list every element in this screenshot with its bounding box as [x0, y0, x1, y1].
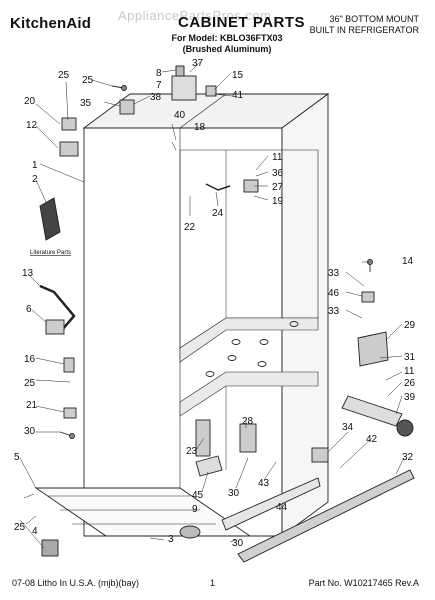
- part-bracket-34: [311, 447, 329, 463]
- part-plate-45: [195, 455, 223, 477]
- callout-14: 14: [402, 256, 414, 267]
- page-header: KitchenAid AppliancePartsPros.com CABINE…: [0, 8, 435, 68]
- callout-33: 33: [328, 306, 340, 317]
- variant-line: (Brushed Aluminum): [182, 44, 272, 54]
- callout-25: 25: [24, 378, 36, 389]
- callout-41: 41: [232, 90, 244, 101]
- callout-2: 2: [32, 174, 38, 185]
- part-spring-24: [205, 183, 231, 191]
- callout-3: 3: [168, 534, 174, 545]
- callout-26: 26: [404, 378, 416, 389]
- part-number: Part No. W10217465 Rev.A: [308, 578, 419, 588]
- callout-12: 12: [26, 120, 38, 131]
- callout-18: 18: [194, 122, 206, 133]
- callout-30: 30: [232, 538, 244, 549]
- callout-16: 16: [24, 354, 36, 365]
- part-screw-25-top: [111, 85, 127, 91]
- cabinet-body: [34, 93, 330, 537]
- callout-35: 35: [80, 98, 92, 109]
- callout-15: 15: [232, 70, 244, 81]
- callout-40: 40: [174, 110, 186, 121]
- callout-11: 11: [404, 366, 415, 377]
- model-line: For Model: KBLO36FTX03: [171, 33, 283, 43]
- part-hinge-top: [171, 65, 197, 101]
- callout-29: 29: [404, 320, 416, 331]
- callout-1: 1: [32, 160, 38, 171]
- leader-lines: [19, 61, 405, 549]
- unit-type-line2: BUILT IN REFRIGERATOR: [309, 25, 419, 35]
- callout-20: 20: [24, 96, 36, 107]
- callout-37: 37: [192, 58, 204, 69]
- callout-45: 45: [192, 490, 204, 501]
- part-kickplate-32: [237, 469, 415, 563]
- callout-7: 7: [156, 80, 162, 91]
- part-clip-12: [59, 141, 79, 157]
- part-screw-14: [367, 259, 373, 272]
- callout-42: 42: [366, 434, 378, 445]
- callout-13: 13: [22, 268, 34, 279]
- brand-logo: KitchenAid: [10, 15, 92, 32]
- part-literature: [39, 197, 61, 241]
- callout-21: 21: [26, 400, 38, 411]
- callout-23: 23: [186, 446, 198, 457]
- callout-46: 46: [328, 288, 340, 299]
- part-bracket-46: [361, 291, 375, 303]
- callout-32: 32: [402, 452, 414, 463]
- callout-9: 9: [192, 504, 198, 515]
- part-grille-44: [221, 477, 321, 531]
- part-clip-16: [63, 357, 75, 373]
- callout-43: 43: [258, 478, 270, 489]
- callout-33: 33: [328, 268, 340, 279]
- callout-39: 39: [404, 392, 416, 403]
- callout-8: 8: [156, 68, 162, 79]
- callout-6: 6: [26, 304, 32, 315]
- part-clip-20: [61, 117, 77, 131]
- literature-parts-label: Literature Parts: [30, 250, 71, 256]
- part-damper-26: [341, 395, 414, 437]
- callout-27: 27: [272, 182, 284, 193]
- unit-type-line1: 36" BOTTOM MOUNT: [329, 14, 419, 24]
- callout-44: 44: [276, 502, 288, 513]
- page-title: CABINET PARTS: [178, 14, 306, 31]
- part-bracket-15: [205, 85, 217, 97]
- callout-30: 30: [228, 488, 240, 499]
- callout-31: 31: [404, 352, 416, 363]
- callout-28: 28: [242, 416, 254, 427]
- watermark: AppliancePartsPros.com: [118, 8, 272, 23]
- callout-25: 25: [82, 75, 94, 86]
- part-hinge-29: [357, 331, 389, 367]
- part-leveler-4: [41, 539, 59, 557]
- callout-22: 22: [184, 222, 196, 233]
- callout-5: 5: [14, 452, 20, 463]
- callout-labels: 25 25 8 7 37 15 41 38 35 20 12 1 2 Liter…: [14, 58, 416, 549]
- part-bracket-23: [195, 419, 211, 457]
- callout-25: 25: [58, 70, 70, 81]
- part-caster-9: [179, 525, 201, 539]
- callout-30: 30: [24, 426, 36, 437]
- page-number: 1: [210, 578, 216, 588]
- part-bracket-38: [119, 99, 135, 115]
- callout-25: 25: [14, 522, 26, 533]
- callout-24: 24: [212, 208, 224, 219]
- callout-19: 19: [272, 196, 284, 207]
- part-bracket-6: [45, 319, 65, 335]
- part-clip-21: [63, 407, 77, 419]
- callout-4: 4: [32, 526, 38, 537]
- print-info: 07-08 Litho In U.S.A. (mjb)(bay): [12, 578, 140, 588]
- callout-38: 38: [150, 92, 162, 103]
- callout-34: 34: [342, 422, 354, 433]
- callout-11: 11: [272, 152, 283, 163]
- part-screw-30-left: [59, 431, 75, 439]
- part-tube-13: [39, 284, 76, 331]
- part-bracket-28: [239, 423, 257, 453]
- callout-36: 36: [272, 168, 284, 179]
- page-footer: 07-08 Litho In U.S.A. (mjb)(bay) 1 Part …: [0, 578, 435, 594]
